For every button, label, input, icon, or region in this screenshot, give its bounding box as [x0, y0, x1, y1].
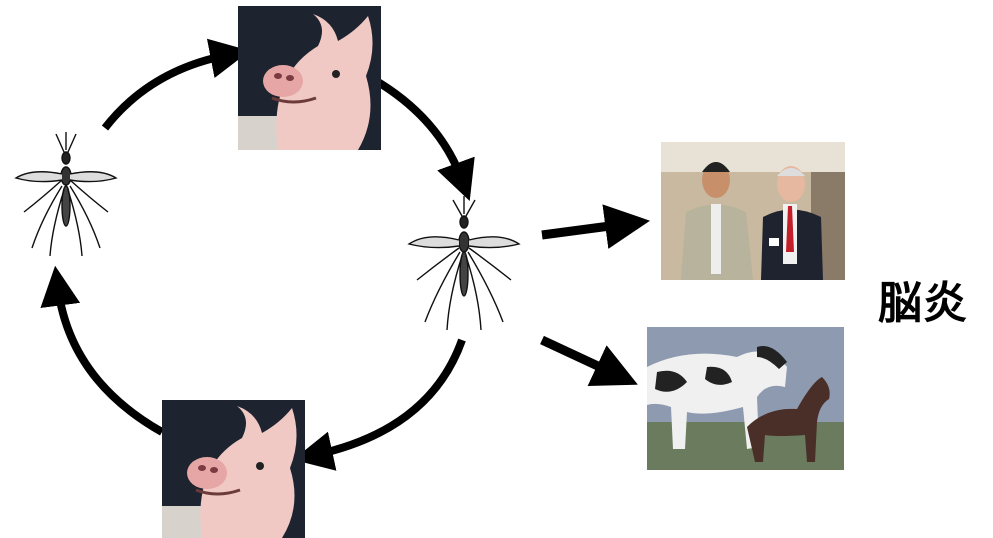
mosquito-icon: [12, 128, 120, 258]
horses-photo: [647, 327, 844, 470]
arrow-pig-bottom-to-mosquito: [58, 288, 162, 432]
arrow-mosquito-to-pig-bottom: [315, 340, 462, 455]
encephalitis-label: 脳炎: [878, 282, 968, 326]
arrow-pig-top-to-mosquito: [378, 82, 462, 180]
humans-photo: [661, 142, 845, 280]
arrow-mosquito-to-horses: [542, 340, 615, 374]
mosquito-icon: [405, 192, 523, 332]
arrow-mosquito-to-pig-top: [105, 55, 228, 128]
pig-photo-top: [238, 6, 381, 150]
pig-photo-bottom: [162, 400, 305, 538]
arrow-mosquito-to-humans: [542, 224, 625, 235]
